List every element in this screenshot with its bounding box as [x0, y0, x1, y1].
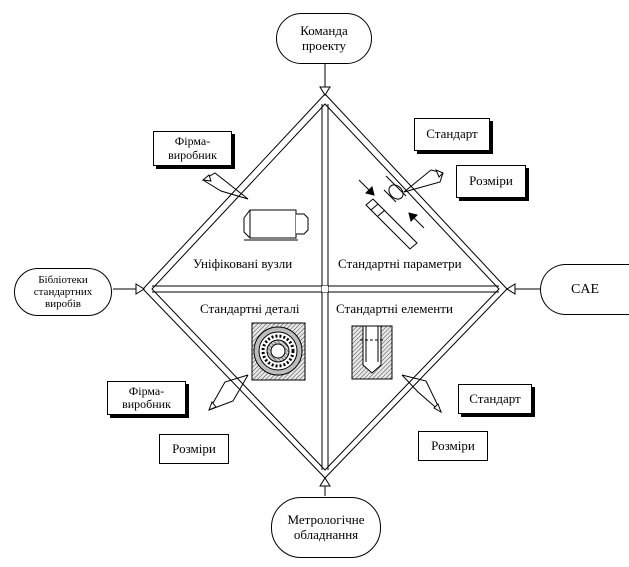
quadrant-label-standard-parameters: Стандартні параметри: [338, 256, 462, 271]
standard-part-bearing-icon: [251, 322, 306, 381]
quadrant-label-unified-assemblies: Уніфіковані вузли: [193, 256, 293, 271]
unified-assembly-icon: [243, 209, 309, 241]
standard-parameters-icon: [358, 175, 425, 250]
manufacturer-box-bottom: Фірма- виробник: [107, 381, 186, 415]
standard-box-bottom: Стандарт: [458, 384, 532, 414]
callout-arrows: [201, 169, 444, 414]
manufacturer-box-top: Фірма- виробник: [153, 131, 232, 166]
standard-element-hole-icon: [351, 325, 393, 380]
quadrant-label-standard-parts: Стандартні деталі: [200, 301, 300, 316]
project-team-node: Команда проекту: [276, 13, 372, 64]
sizes-box-bottom-left: Розміри: [159, 434, 229, 464]
quadrant-label-standard-elements: Стандартні елементи: [336, 301, 453, 316]
sizes-box-top: Розміри: [456, 165, 526, 198]
sizes-box-bottom-right: Розміри: [418, 431, 488, 461]
cross-center: [322, 286, 328, 292]
standard-products-library-node: Бібліотеки стандартних виробів: [14, 268, 112, 316]
metrology-equipment-node: Метрологічне обладнання: [271, 497, 381, 558]
cae-node: CAE: [540, 264, 629, 315]
standard-box-top: Стандарт: [414, 118, 490, 151]
connectors: [113, 63, 540, 496]
